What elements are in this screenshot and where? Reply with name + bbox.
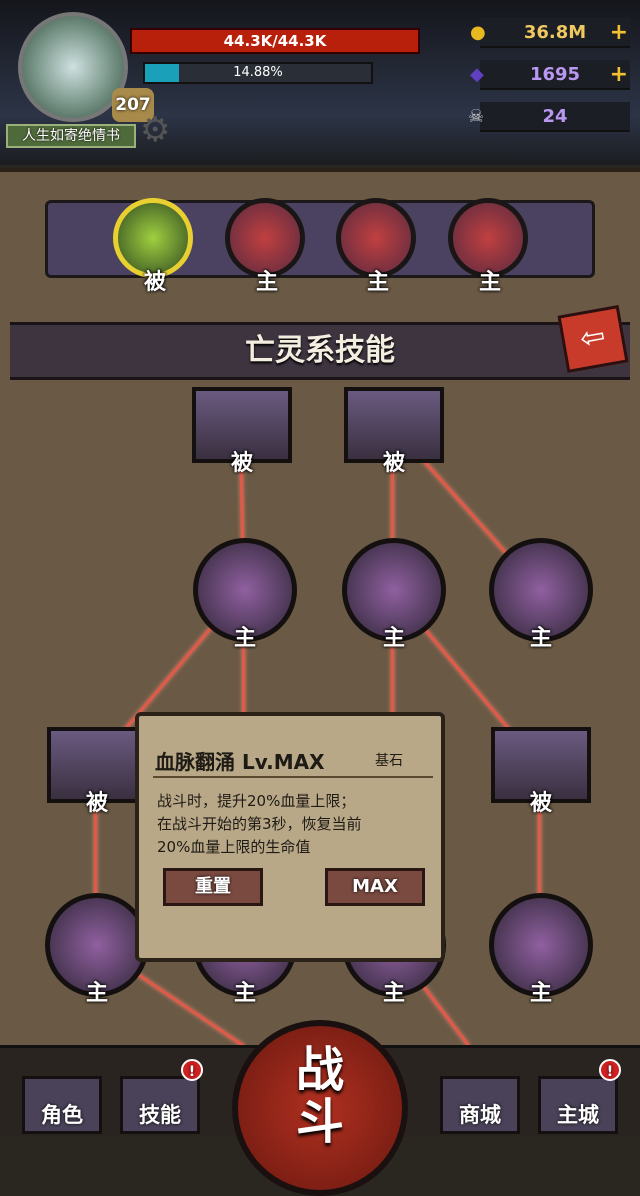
divider	[153, 776, 433, 778]
fight-button[interactable]: 战 斗	[232, 1020, 408, 1196]
passive-skill-node[interactable]	[344, 387, 444, 463]
gold-coin-icon: ●	[470, 22, 486, 43]
nav-role-label: 角色	[41, 1103, 83, 1127]
passive-skill-node[interactable]	[491, 727, 591, 803]
active-skill-node[interactable]	[489, 893, 593, 997]
add-gem-button[interactable]: +	[609, 62, 628, 87]
xp-fill	[145, 64, 179, 82]
gold-display: ● 36.8M +	[470, 18, 630, 48]
add-gold-button[interactable]: +	[609, 20, 628, 45]
skill-type-tag: 被	[230, 451, 253, 476]
passive-skill-node[interactable]	[192, 387, 292, 463]
passive-skill-node[interactable]	[47, 727, 147, 803]
gold-value: 36.8M	[523, 22, 587, 43]
soul-value: 24	[542, 106, 568, 127]
xp-bar: 14.88%	[143, 62, 373, 84]
nav-role[interactable]: 角色	[22, 1076, 102, 1134]
soul-display: ☠ 24	[468, 102, 630, 132]
skill-type-tag: 主	[366, 270, 389, 295]
skill-type-tag: 主	[255, 270, 278, 295]
gem-display: ◆ 1695 +	[470, 60, 630, 90]
reset-button[interactable]: 重置	[163, 868, 263, 906]
equipped-skill-slot[interactable]	[448, 198, 528, 278]
skill-type-tag: 被	[143, 270, 166, 295]
nav-shop-label: 商城	[459, 1103, 501, 1127]
skill-type-tag: 主	[233, 981, 256, 1006]
header: 207 人生如寄绝情书 ⚙ 44.3K/44.3K 14.88% ● 36.8M +…	[0, 0, 640, 165]
section-title: 亡灵系技能	[10, 322, 630, 380]
xp-label: 14.88%	[233, 65, 283, 80]
skill-type-tag: 主	[529, 626, 552, 651]
max-button[interactable]: MAX	[325, 868, 425, 906]
level-badge: 207	[112, 88, 154, 122]
back-arrow-button[interactable]: ⇦	[557, 305, 629, 373]
nav-skill[interactable]: !技能	[120, 1059, 203, 1134]
skill-type-tag: 主	[233, 626, 256, 651]
gem-value: 1695	[529, 64, 581, 85]
tooltip-description: 战斗时，提升20%血量上限； 在战斗开始的第3秒，恢复当前 20%血量上限的生命…	[157, 792, 362, 856]
gem-icon: ◆	[470, 64, 484, 85]
skill-type-tag: 主	[382, 626, 405, 651]
ram-skull-icon: ☠	[468, 106, 485, 127]
nav-city[interactable]: !主城	[538, 1059, 621, 1134]
tooltip-subtitle: 基石	[375, 753, 403, 769]
settings-gear-icon[interactable]: ⚙	[140, 110, 171, 150]
skill-type-tag: 被	[529, 791, 552, 816]
skill-tooltip: 血脉翻涌 Lv.MAX 基石 战斗时，提升20%血量上限； 在战斗开始的第3秒，…	[135, 712, 445, 962]
tooltip-title: 血脉翻涌 Lv.MAX	[155, 750, 325, 774]
alert-badge-icon: !	[599, 1059, 621, 1081]
equipped-skill-slot[interactable]	[336, 198, 416, 278]
skill-type-tag: 主	[85, 981, 108, 1006]
player-name: 人生如寄绝情书	[6, 124, 136, 148]
active-skill-node[interactable]	[489, 538, 593, 642]
skill-type-tag: 主	[529, 981, 552, 1006]
nav-city-label: 主城	[557, 1103, 599, 1127]
alert-badge-icon: !	[181, 1059, 203, 1081]
hp-bar: 44.3K/44.3K	[130, 28, 420, 54]
equipped-skill-slot[interactable]	[225, 198, 305, 278]
skill-type-tag: 主	[478, 270, 501, 295]
skill-type-tag: 主	[382, 981, 405, 1006]
nav-shop[interactable]: 商城	[440, 1076, 520, 1134]
skill-type-tag: 被	[85, 791, 108, 816]
active-skill-node[interactable]	[193, 538, 297, 642]
avatar[interactable]	[18, 12, 128, 122]
nav-skill-label: 技能	[139, 1103, 181, 1127]
skill-type-tag: 被	[382, 451, 405, 476]
equipped-skill-slot[interactable]	[113, 198, 193, 278]
active-skill-node[interactable]	[342, 538, 446, 642]
